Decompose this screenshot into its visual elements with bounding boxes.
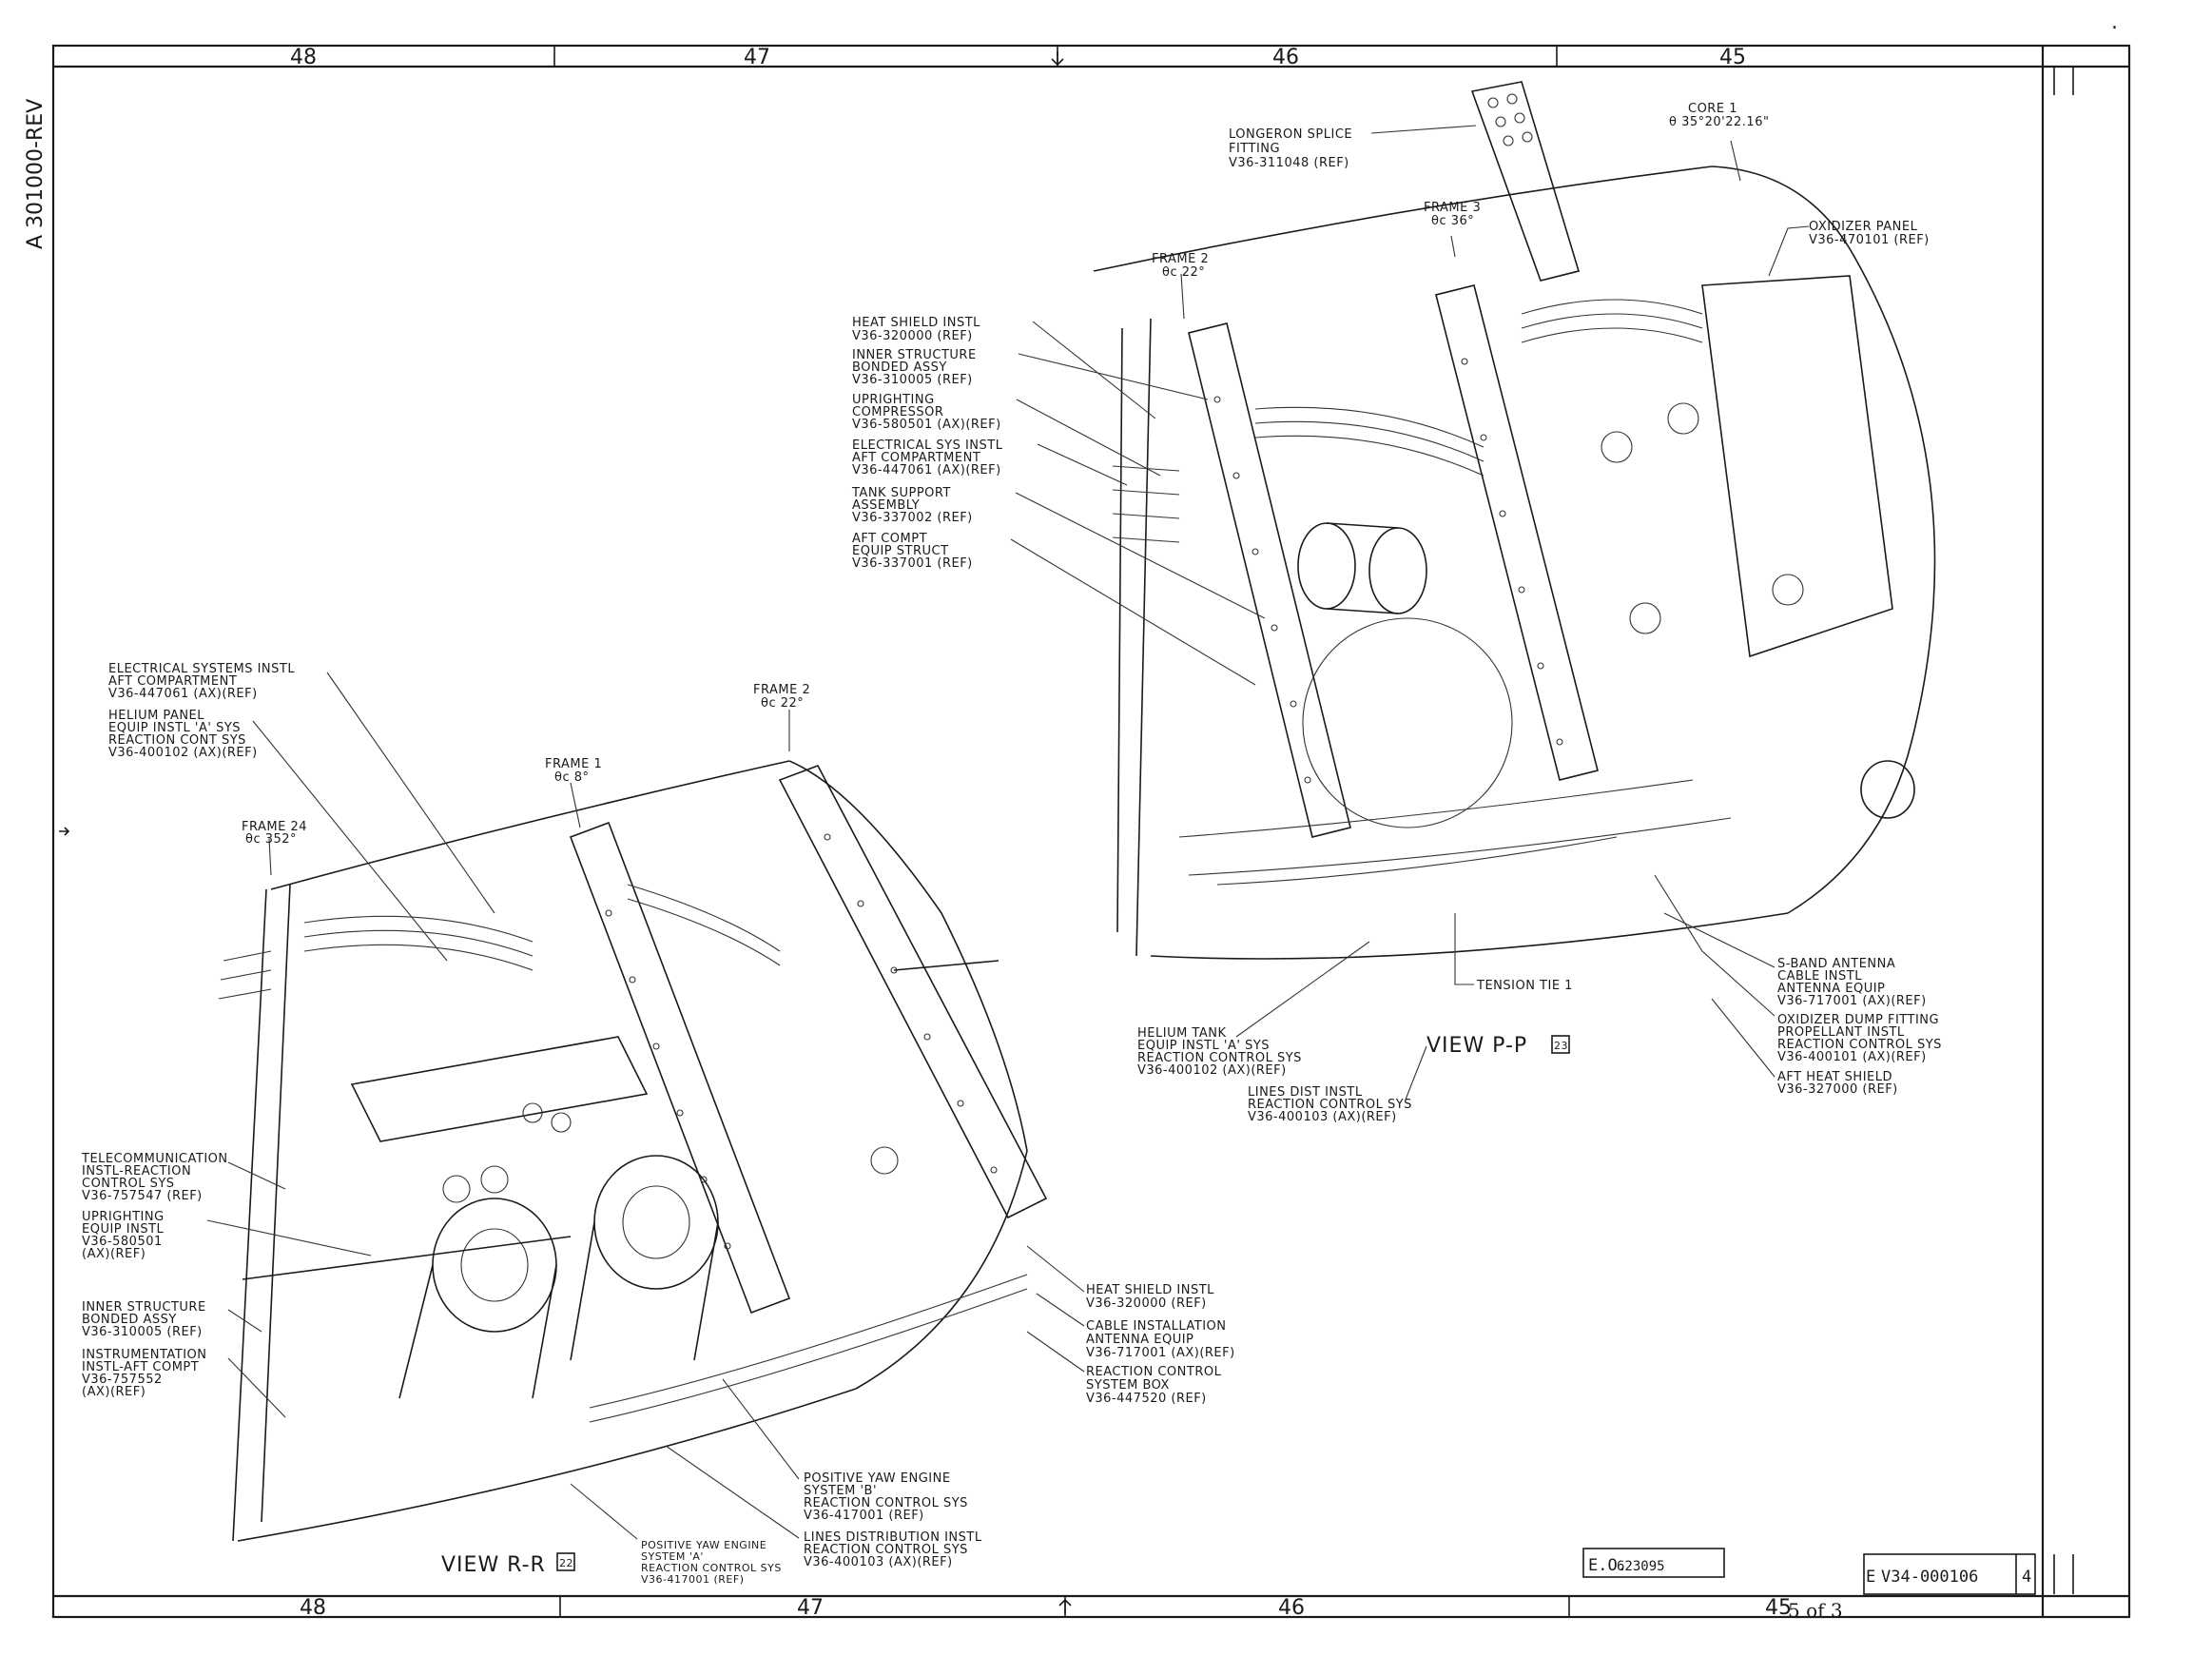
drawing-number: V34-000106 <box>1881 1568 1978 1587</box>
revision-stamp: A 301000-REV <box>24 99 48 249</box>
callout-oxidizer-dump: OXIDIZER DUMP FITTING PROPELLANT INSTL R… <box>1777 1013 1947 1064</box>
callout-frame-2-pp: FRAME 2 θc 22° <box>1152 252 1213 280</box>
callout-lines-dist: LINES DIST INSTL REACTION CONTROL SYS V3… <box>1248 1085 1417 1124</box>
callout-telecommunication: TELECOMMUNICATION INSTL-REACTION CONTROL… <box>81 1152 232 1203</box>
zone-top-45: 45 <box>1719 46 1746 69</box>
callout-heat-shield-pp: HEAT SHIELD INSTL V36-320000 (REF) <box>852 316 985 343</box>
svg-text:.: . <box>2111 10 2118 34</box>
center-arrow-bottom-icon <box>1058 1598 1072 1613</box>
callout-frame-2-rr: FRAME 2 θc 22° <box>753 683 815 711</box>
callout-frame-3-pp: FRAME 3 θc 36° <box>1424 201 1485 228</box>
callout-frame-24: FRAME 24 θc 352° <box>242 820 312 847</box>
zone-bottom-47: 47 <box>797 1596 824 1620</box>
view-titles: VIEW P-P 23 VIEW R-R 22 <box>441 1034 1570 1577</box>
eo-number: 623095 <box>1617 1559 1665 1574</box>
title-block-prefix: E <box>1866 1568 1875 1587</box>
callout-aft-heat-shield: AFT HEAT SHIELD V36-327000 (REF) <box>1777 1070 1898 1097</box>
view-rr-title: VIEW R-R <box>441 1553 546 1577</box>
callout-positive-yaw-a: POSITIVE YAW ENGINE SYSTEM 'A' REACTION … <box>641 1539 786 1586</box>
zone-bottom-45: 45 <box>1765 1596 1792 1620</box>
side-arrow-left-icon <box>59 827 70 836</box>
callout-lines-distribution: LINES DISTRIBUTION INSTL REACTION CONTRO… <box>804 1530 986 1569</box>
callout-inner-structure-pp: INNER STRUCTURE BONDED ASSY V36-310005 (… <box>852 348 980 387</box>
view-pp-labels: LONGERON SPLICE FITTING V36-311048 (REF)… <box>851 102 1947 1124</box>
view-rr-ref: 22 <box>559 1557 573 1569</box>
view-rr-leader-lines <box>206 672 1085 1540</box>
sheet-border: . <box>51 10 2131 1619</box>
callout-tank-support: TANK SUPPORT ASSEMBLY V36-337002 (REF) <box>851 486 973 525</box>
view-rr-labels: ELECTRICAL SYSTEMS INSTL AFT COMPARTMENT… <box>81 662 1235 1586</box>
zone-markers-top: 48 47 46 45 <box>290 46 1746 69</box>
view-pp-illustration <box>1093 81 1936 960</box>
zone-top-47: 47 <box>744 46 770 69</box>
callout-frame-1: FRAME 1 θc 8° <box>545 757 607 785</box>
callout-positive-yaw-b: POSITIVE YAW ENGINE SYSTEM 'B' REACTION … <box>804 1471 973 1523</box>
zone-top-46: 46 <box>1272 46 1299 69</box>
zone-bottom-48: 48 <box>300 1596 326 1620</box>
callout-tension-tie: TENSION TIE 1 <box>1476 979 1573 993</box>
callout-aft-compt-equip: AFT COMPT EQUIP STRUCT V36-337001 (REF) <box>852 532 973 571</box>
callout-uprighting-compressor: UPRIGHTING COMPRESSOR V36-580501 (AX)(RE… <box>852 393 1001 432</box>
callout-oxidizer-panel: OXIDIZER PANEL V36-470101 (REF) <box>1809 220 1930 247</box>
callout-s-band-antenna: S-BAND ANTENNA CABLE INSTL ANTENNA EQUIP… <box>1777 957 1927 1008</box>
callout-helium-panel: HELIUM PANEL EQUIP INSTL 'A' SYS REACTIO… <box>108 709 258 760</box>
view-rr-illustration <box>218 760 1048 1542</box>
view-pp-ref: 23 <box>1554 1040 1568 1052</box>
callout-uprighting-equip: UPRIGHTING EQUIP INSTL V36-580501 (AX)(R… <box>82 1210 168 1261</box>
callout-helium-tank: HELIUM TANK EQUIP INSTL 'A' SYS REACTION… <box>1137 1026 1307 1078</box>
handwritten-sheet-note: 5 of 3 <box>1788 1599 1843 1622</box>
callout-core-1: CORE 1 θ 35°20'22.16" <box>1669 102 1769 129</box>
zone-markers-bottom: 48 47 46 45 <box>59 827 1792 1620</box>
view-pp-title: VIEW P-P <box>1426 1034 1527 1058</box>
callout-cable-installation: CABLE INSTALLATION ANTENNA EQUIP V36-717… <box>1086 1319 1235 1360</box>
callout-instrumentation: INSTRUMENTATION INSTL-AFT COMPT V36-7575… <box>82 1348 211 1399</box>
title-block: E.O. 623095 E V34-000106 4 5 of 3 <box>1582 1548 2074 1622</box>
callout-heat-shield-rr: HEAT SHIELD INSTL V36-320000 (REF) <box>1086 1283 1219 1311</box>
center-arrow-top-icon <box>1051 51 1064 67</box>
view-pp-leader-lines <box>1010 125 1810 1101</box>
callout-rcs-box: REACTION CONTROL SYSTEM BOX V36-447520 (… <box>1086 1365 1226 1406</box>
eo-label: E.O. <box>1588 1556 1627 1575</box>
zone-top-48: 48 <box>290 46 317 69</box>
callout-electrical-systems-rr: ELECTRICAL SYSTEMS INSTL AFT COMPARTMENT… <box>108 662 300 701</box>
zone-bottom-46: 46 <box>1278 1596 1305 1620</box>
callout-inner-structure-rr: INNER STRUCTURE BONDED ASSY V36-310005 (… <box>82 1300 210 1339</box>
callout-longeron-splice: LONGERON SPLICE FITTING V36-311048 (REF) <box>1229 127 1357 170</box>
callout-electrical-sys-pp: ELECTRICAL SYS INSTL AFT COMPARTMENT V36… <box>852 438 1007 477</box>
sheet-number: 4 <box>2022 1568 2031 1587</box>
